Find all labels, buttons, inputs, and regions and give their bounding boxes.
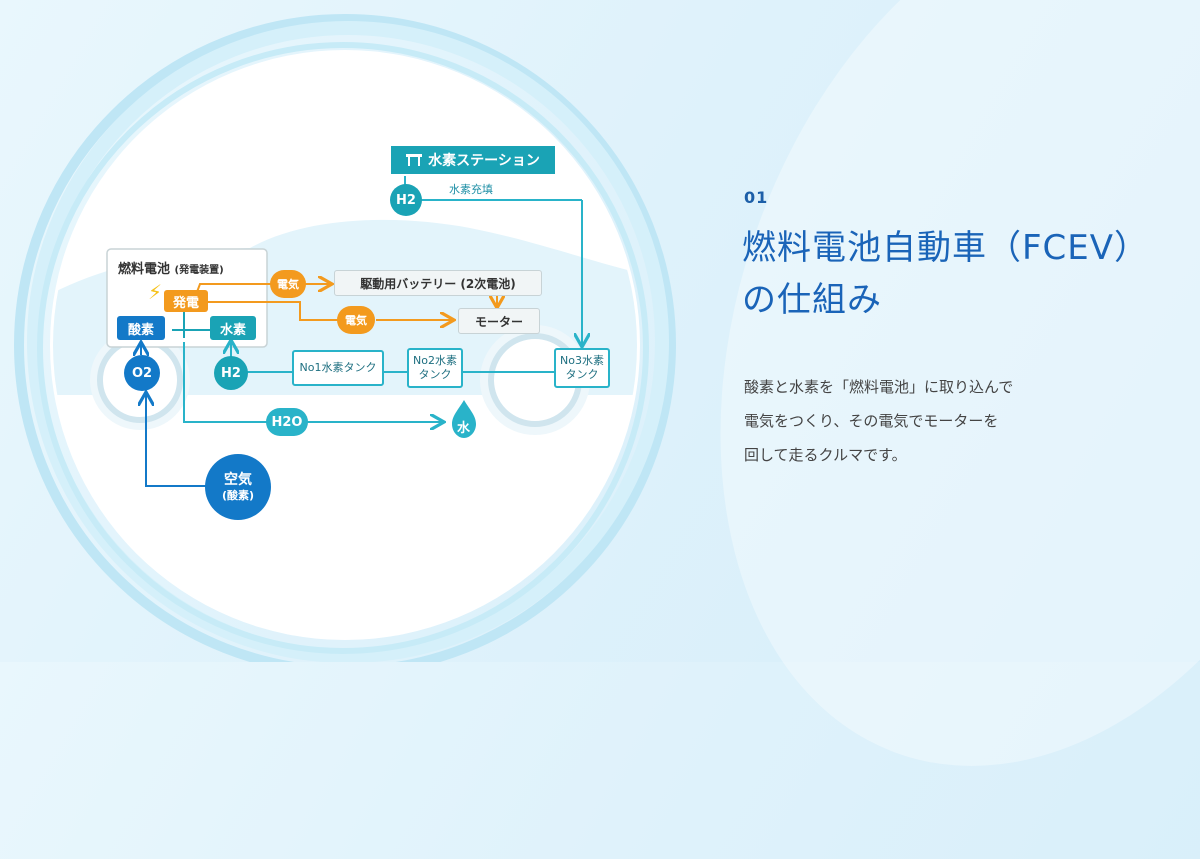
tank-3: No3水素 タンク [554, 348, 610, 388]
elec-line-1a [196, 283, 272, 293]
o2-circle: O2 [124, 355, 160, 391]
tank-2: No2水素 タンク [407, 348, 463, 388]
description-line: 酸素と水素を「燃料電池」に取り込んで [744, 378, 1014, 396]
section-number: 01 [744, 188, 769, 207]
h2o-badge: H2O [266, 408, 308, 436]
section-title-line1: 燃料電池自動車（FCEV） [742, 228, 1150, 268]
tank-3-label-1: No3水素 [560, 354, 604, 368]
station-icon [406, 154, 423, 166]
h2-circle: H2 [214, 356, 248, 390]
air-label: 空気 [224, 472, 252, 488]
outer-ring-2 [27, 21, 669, 662]
outer-ring [14, 14, 676, 662]
drive-battery-box: 駆動用バッテリー (2次電池) [334, 270, 542, 296]
air-sublabel: (酸素) [221, 488, 255, 502]
outer-ring-3 [37, 42, 649, 654]
oxygen-box: 酸素 [117, 316, 165, 340]
air-circle: 空気 (酸素) [205, 454, 271, 520]
power-generation-box: 発電 [164, 290, 208, 312]
description-line: 電気をつくり、その電気でモーターを [744, 412, 999, 430]
tank-2-label-1: No2水素 [413, 354, 457, 368]
station-h2-circle: H2 [390, 184, 422, 216]
tank-3-label-2: タンク [565, 368, 599, 381]
h2o-line-a [183, 342, 268, 423]
elec-line-2a [197, 301, 338, 321]
water-drop-icon [452, 400, 476, 438]
electricity-badge-2: 電気 [337, 306, 375, 334]
section-title-line2: の仕組み [742, 280, 882, 320]
refuel-label: 水素充填 [449, 183, 493, 196]
fuel-cell-subtitle: (発電装置) [174, 265, 224, 276]
station-label-text: 水素ステーション [428, 153, 540, 169]
description-line: 回して走るクルマです。 [744, 446, 907, 464]
tank-1-label: No1水素タンク [299, 361, 377, 375]
fcev-diagram: 水素ステーション H2 水素充填 燃料電池 (発電装置) ⚡ 発電 酸素 水素 … [0, 0, 700, 662]
motor-box: モーター [458, 308, 540, 334]
water-label: 水 [457, 421, 471, 436]
tank-2-label-2: タンク [418, 368, 452, 381]
section-description: 酸素と水素を「燃料電池」に取り込んで 電気をつくり、その電気でモーターを 回して… [744, 370, 1164, 472]
section-title: 燃料電池自動車（FCEV） の仕組み [742, 222, 1182, 326]
air-to-o2-line [146, 394, 206, 487]
fuel-cell-title-text: 燃料電池 [118, 262, 171, 277]
hydrogen-box: 水素 [210, 316, 256, 340]
electricity-badge-1: 電気 [270, 270, 306, 298]
fuel-cell-title: 燃料電池 (発電装置) [118, 258, 224, 277]
hydrogen-station-label: 水素ステーション [391, 146, 555, 174]
tank-1: No1水素タンク [292, 350, 384, 386]
lightning-icon: ⚡ [148, 280, 163, 304]
